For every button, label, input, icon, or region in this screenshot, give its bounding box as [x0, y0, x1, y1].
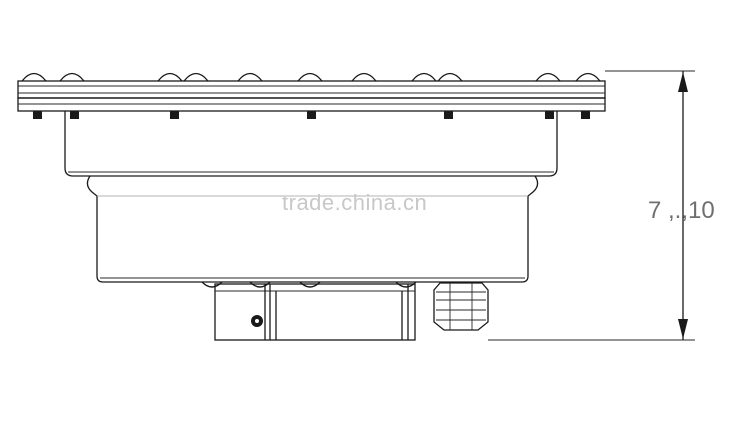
height-dimension — [488, 70, 695, 341]
watermark-text: trade.china.cn — [282, 190, 427, 215]
lower-body — [86, 175, 539, 283]
dimension-label: 7 ,.,10 — [648, 197, 715, 224]
junction-box — [201, 281, 417, 341]
cable-gland — [433, 282, 489, 331]
upper-housing — [64, 111, 558, 177]
screw-heads — [21, 72, 601, 82]
flange-fasteners — [33, 111, 590, 119]
top-flange — [17, 80, 606, 112]
